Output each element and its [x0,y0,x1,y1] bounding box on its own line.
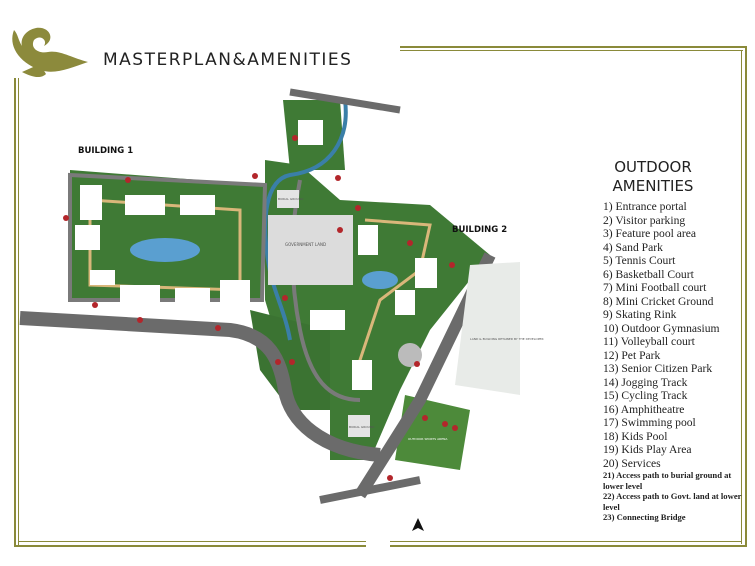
internal-road [68,172,268,302]
legend-item: 10) Outdoor Gymnasium [603,321,720,335]
legend-item: 17) Swimming pool [603,416,696,429]
page-title: MASTERPLAN&AMENITIES [103,50,353,70]
river [263,99,348,341]
frame-left [14,95,16,547]
building1-label: BUILDING 1 [78,146,134,156]
frame-bottom-right-inner [390,541,742,542]
frame-right-inner [741,50,742,544]
legend-item: 3) Feature pool area [603,227,697,240]
frame-bottom-right [390,545,747,547]
legend-item: 9) Skating Rink [603,308,677,321]
legend-item: 6) Basketball Court [603,267,694,281]
road-south [319,476,421,504]
svg-text:LAND & BUILDING RETAINED BY TH: LAND & BUILDING RETAINED BY THE DEVELOPE… [470,337,544,341]
svg-text:BURIAL GROUND: BURIAL GROUND [278,197,304,201]
legend-item: 13) Senior Citizen Park [603,362,713,375]
legend-item: 21) Access path to burial ground at lowe… [603,470,732,491]
legend-item: 8) Mini Cricket Ground [603,294,714,308]
legend-item: 5) Tennis Court [603,254,676,267]
svg-text:BURIAL GROUND: BURIAL GROUND [349,425,375,429]
ornament-logo [12,27,89,98]
swimming-pool [362,271,398,289]
svg-text:GOVERNMENT LAND: GOVERNMENT LAND [285,242,326,247]
frame-bottom-left-inner [18,541,366,542]
legend-item: 14) Jogging Track [603,375,688,389]
government-land [268,215,353,285]
legend-item: 2) Visitor parking [603,213,686,227]
legend-item: 16) Amphitheatre [603,402,685,416]
legend-item: 4) Sand Park [603,240,663,254]
svg-text:OUTDOOR SPORTS ARENA: OUTDOOR SPORTS ARENA [408,437,448,441]
frame-top-inner [400,50,743,51]
burial-ground-north [277,190,299,208]
legend-item: 18) Kids Pool [603,429,668,443]
developer-land [455,262,520,395]
legend-item: 23) Connecting Bridge [603,512,686,522]
legend-item: 22) Access path to Govt. land at lower l… [603,491,742,512]
building2-label: BUILDING 2 [452,225,508,235]
frame-left-inner [18,95,19,545]
frame-right [745,46,747,547]
towers [75,120,437,390]
north-arrow-icon [412,518,424,531]
frame-top [400,46,747,48]
burial-ground-south [348,415,370,437]
feature-pool [130,238,200,262]
legend-item: 15) Cycling Track [603,389,688,402]
road-north [289,88,401,114]
legend-item: 12) Pet Park [603,348,661,362]
amphitheatre [398,343,422,367]
legend-item: 7) Mini Football court [603,281,707,294]
frame-bottom-left [14,545,366,547]
main-road [19,311,381,462]
masterplan-map: GOVERNMENT LAND BURIAL GROUND BURIAL GRO… [19,88,544,531]
legend-item: 20) Services [603,456,661,470]
legend-item: 1) Entrance portal [603,200,687,213]
amenity-markers [63,135,458,481]
legend-item: 19) Kids Play Area [603,443,692,456]
legend-item: 11) Volleyball court [603,335,695,348]
